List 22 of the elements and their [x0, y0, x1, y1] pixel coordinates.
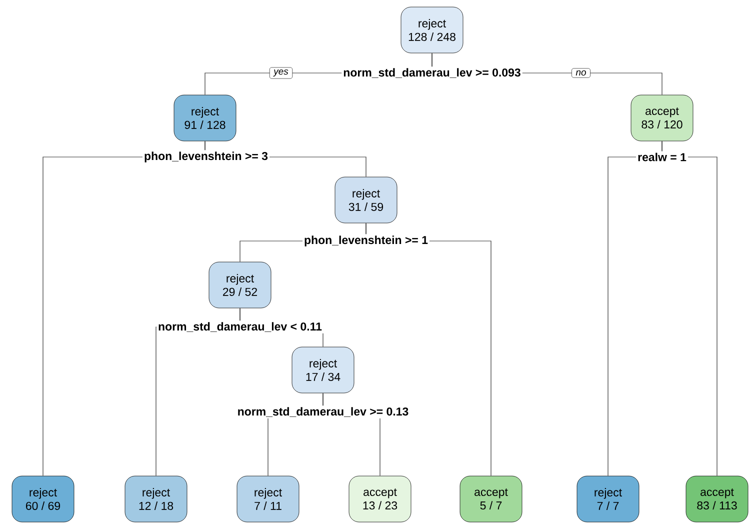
class-box: reject 7 / 11 — [236, 476, 300, 522]
split-label: norm_std_damerau_lev < 0.11 — [156, 320, 324, 334]
split-label: norm_std_damerau_lev >= 0.093 — [342, 66, 522, 80]
class-box: accept 83 / 113 — [686, 476, 748, 522]
class-box: accept 83 / 120 — [630, 94, 694, 142]
class-box: reject 17 / 34 — [292, 346, 354, 394]
split-label: phon_levenshtein >= 3 — [142, 150, 270, 164]
class-box: reject 128 / 248 — [400, 6, 464, 54]
class-box: accept 5 / 7 — [460, 476, 522, 522]
class-box: reject 91 / 128 — [174, 94, 236, 142]
class-box: reject 7 / 7 — [576, 476, 640, 522]
class-box: accept 13 / 23 — [348, 476, 412, 522]
class-box: reject 31 / 59 — [334, 176, 398, 224]
split-label: phon_levenshtein >= 1 — [302, 234, 430, 248]
split-label: realw = 1 — [636, 151, 688, 163]
class-box: reject 60 / 69 — [12, 476, 74, 522]
class-box: reject 29 / 52 — [208, 262, 272, 308]
edge-label: no — [576, 70, 586, 76]
split-label: norm_std_damerau_lev >= 0.13 — [236, 406, 410, 418]
edge-label: yes — [273, 69, 288, 77]
branch-line — [662, 140, 718, 476]
class-box: reject 12 / 18 — [124, 476, 188, 522]
